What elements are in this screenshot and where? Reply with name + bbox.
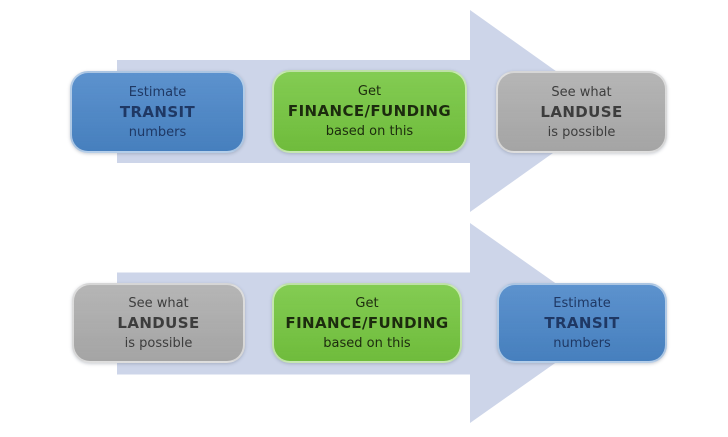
step-box-get-finance: Get FINANCE/FUNDING based on this	[272, 70, 467, 153]
step-box-see-landuse: See what LANDUSE is possible	[72, 283, 245, 363]
step-line-top: Estimate	[128, 84, 187, 100]
step-line-bottom: numbers	[553, 335, 611, 351]
step-line-keyword: FINANCE/FUNDING	[287, 102, 452, 120]
step-line-keyword: FINANCE/FUNDING	[285, 313, 449, 332]
step-line-bottom: numbers	[128, 124, 187, 140]
flow-row-bottom: See what LANDUSE is possible Get FINANCE…	[0, 223, 728, 423]
step-line-keyword: LANDUSE	[540, 102, 623, 121]
step-line-top: Get	[355, 295, 379, 311]
step-box-estimate-transit: Estimate TRANSIT numbers	[497, 283, 667, 363]
step-box-estimate-transit: Estimate TRANSIT numbers	[70, 71, 245, 153]
step-line-keyword: TRANSIT	[119, 102, 196, 121]
step-line-top: See what	[551, 84, 612, 100]
step-line-keyword: LANDUSE	[117, 313, 200, 332]
step-line-bottom: is possible	[124, 335, 193, 351]
step-box-see-landuse: See what LANDUSE is possible	[496, 71, 667, 153]
step-box-get-finance: Get FINANCE/FUNDING based on this	[272, 283, 462, 363]
step-line-keyword: TRANSIT	[544, 313, 620, 332]
step-line-bottom: based on this	[323, 335, 411, 351]
step-line-bottom: is possible	[547, 124, 616, 140]
step-line-top: Estimate	[553, 295, 611, 311]
step-line-top: See what	[128, 295, 189, 311]
step-line-bottom: based on this	[325, 124, 414, 139]
step-line-top: Get	[357, 84, 382, 99]
flow-row-top: Estimate TRANSIT numbers Get FINANCE/FUN…	[0, 10, 728, 212]
